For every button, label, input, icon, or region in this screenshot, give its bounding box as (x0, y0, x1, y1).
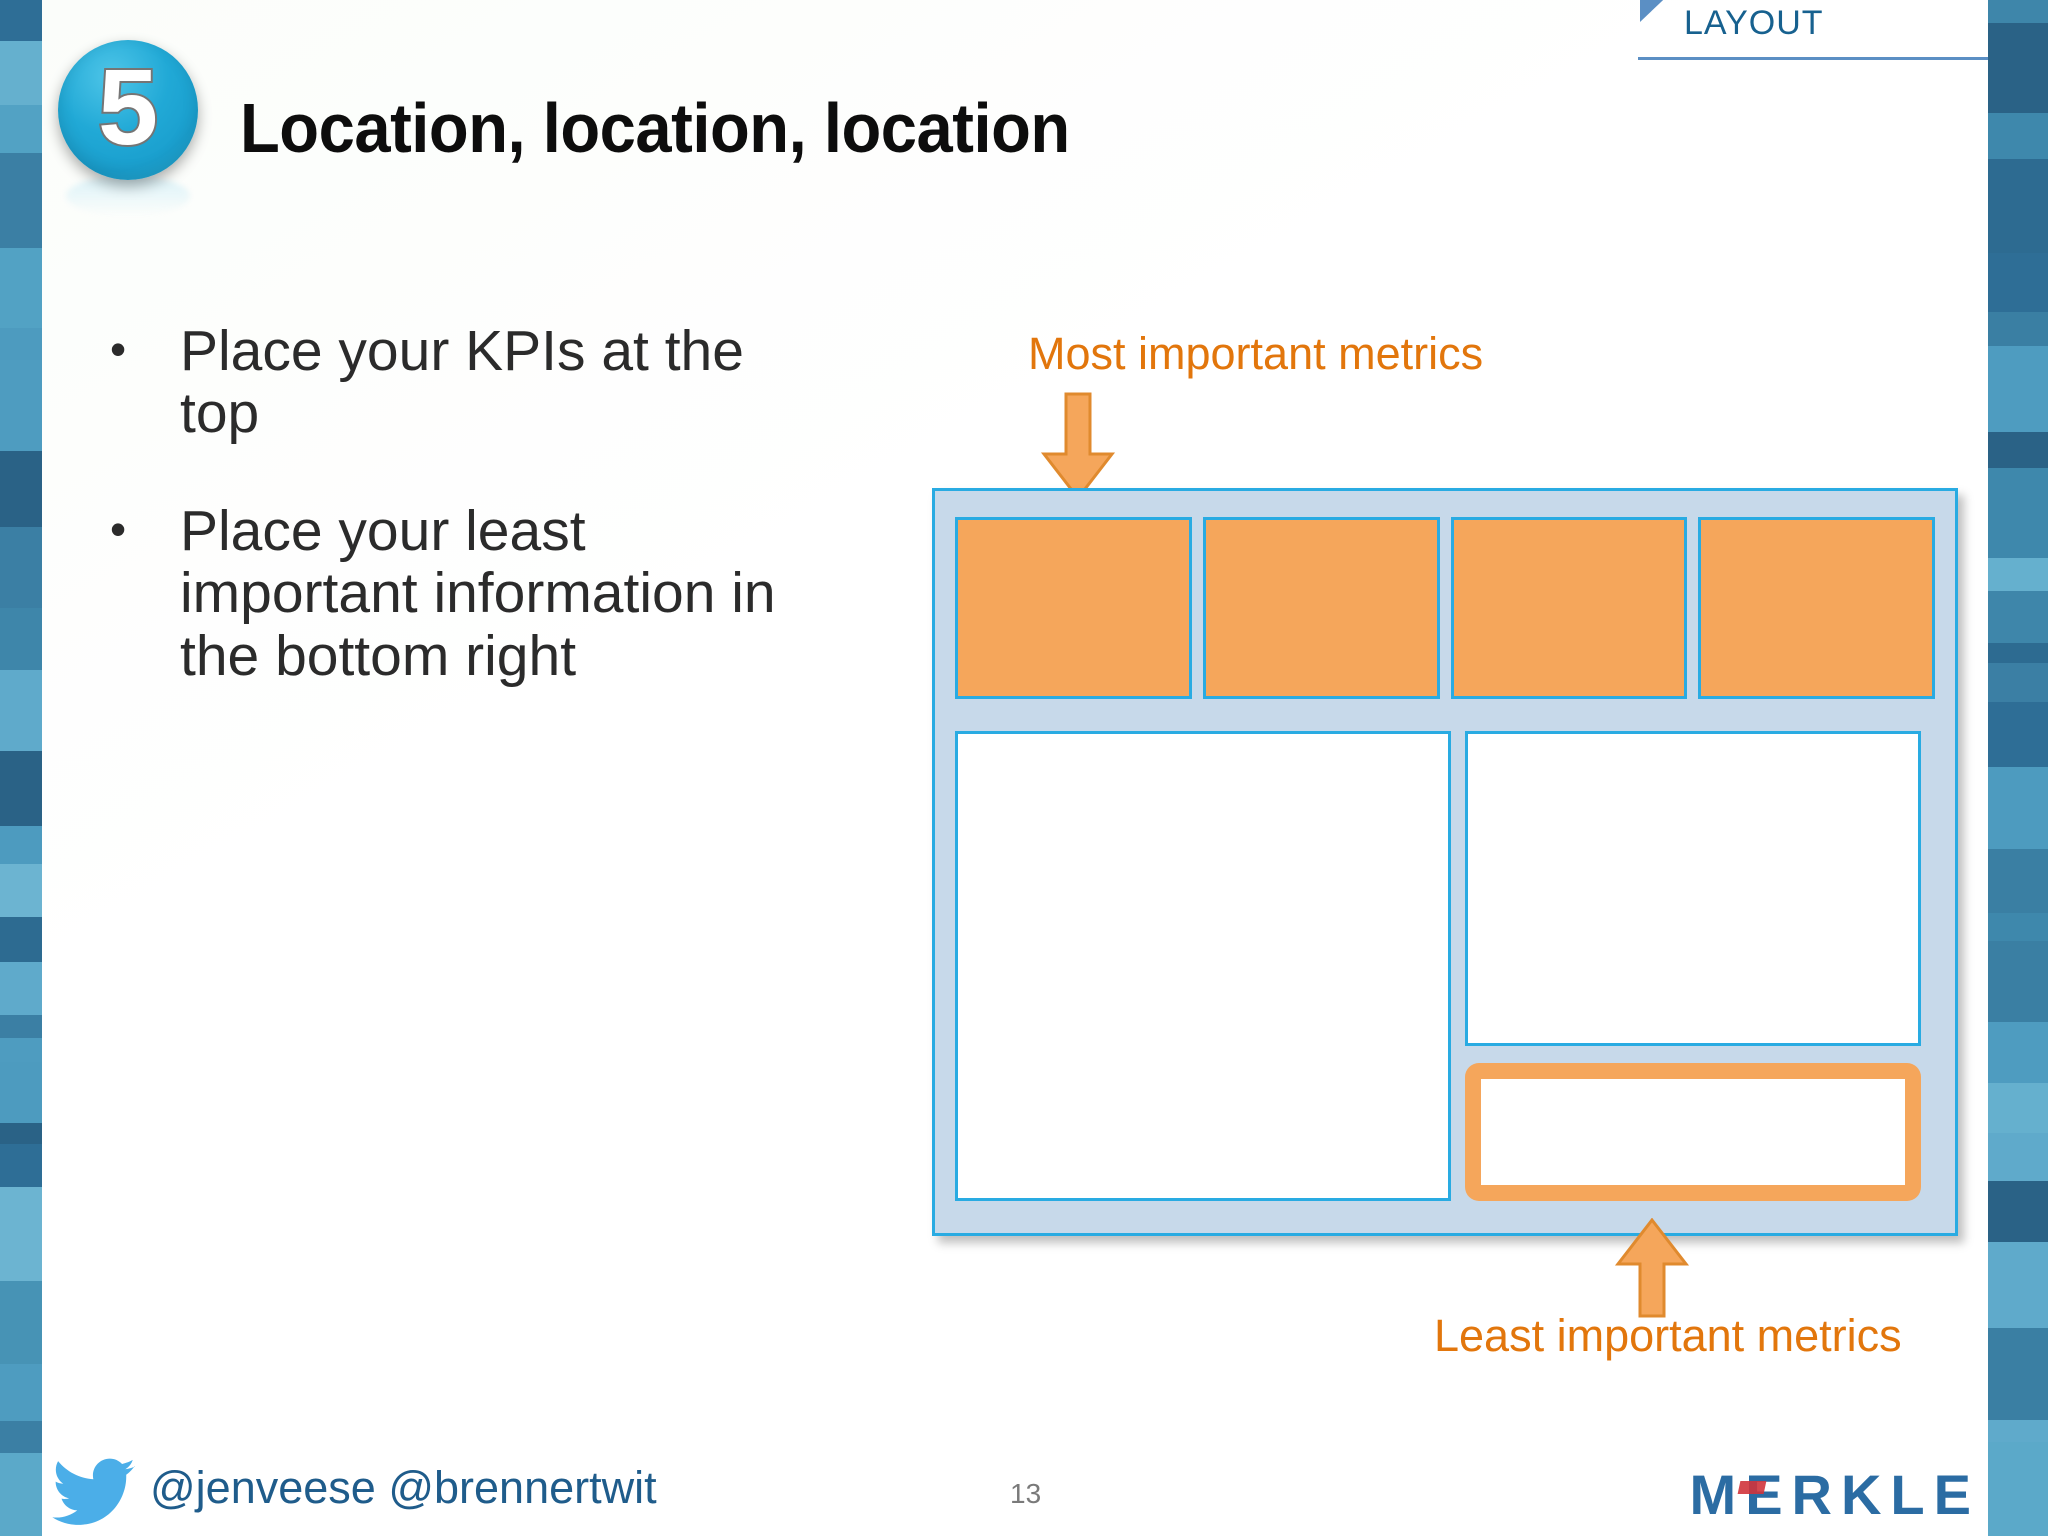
logo-prefix: M (1689, 1463, 1746, 1526)
up-arrow-icon (1614, 1218, 1690, 1318)
page-title: Location, location, location (240, 89, 1070, 167)
bullet-text: Place your KPIs at the top (180, 319, 744, 446)
kpi-box (1698, 517, 1935, 699)
right-top-panel (1465, 731, 1921, 1046)
annotation-most-important: Most important metrics (1028, 328, 1484, 379)
layout-tag: LAYOUT (1628, 0, 1988, 60)
badge-reflection (66, 176, 190, 216)
twitter-icon (52, 1458, 136, 1525)
list-item: • Place your KPIs at the top (110, 320, 810, 444)
bullet-marker-icon: • (110, 503, 127, 556)
triangle-accent-icon (1640, 0, 1680, 60)
merkle-logo: MERKLE (1690, 1462, 1980, 1527)
logo-suffix: RKLE (1791, 1463, 1980, 1526)
slide-number-badge: 5 (58, 40, 198, 180)
kpi-box (955, 517, 1192, 699)
kpi-row (955, 517, 1935, 699)
layout-tag-label: LAYOUT (1684, 4, 1824, 42)
left-edge-stripe-band (0, 0, 42, 1536)
bullet-marker-icon: • (110, 323, 127, 375)
page-number: 13 (1010, 1478, 1042, 1509)
badge-number-label: 5 (96, 46, 160, 167)
list-item: • Place your least important information… (110, 499, 810, 688)
right-bottom-highlighted-panel (1465, 1063, 1921, 1201)
dashboard-container (932, 488, 1958, 1236)
bullet-text: Place your least important information i… (180, 499, 776, 688)
annotation-least-important: Least important metrics (1434, 1310, 1902, 1361)
logo-accent: E (1745, 1463, 1792, 1526)
layout-tag-underline (1638, 57, 1988, 60)
left-large-panel (955, 731, 1451, 1201)
bullet-list: • Place your KPIs at the top • Place you… (110, 320, 810, 743)
kpi-box (1450, 517, 1688, 699)
kpi-box (1202, 517, 1440, 699)
down-arrow-icon (1040, 392, 1116, 501)
right-edge-stripe-band (1988, 0, 2048, 1536)
twitter-handles: @jenveese @brennertwit (150, 1462, 657, 1513)
